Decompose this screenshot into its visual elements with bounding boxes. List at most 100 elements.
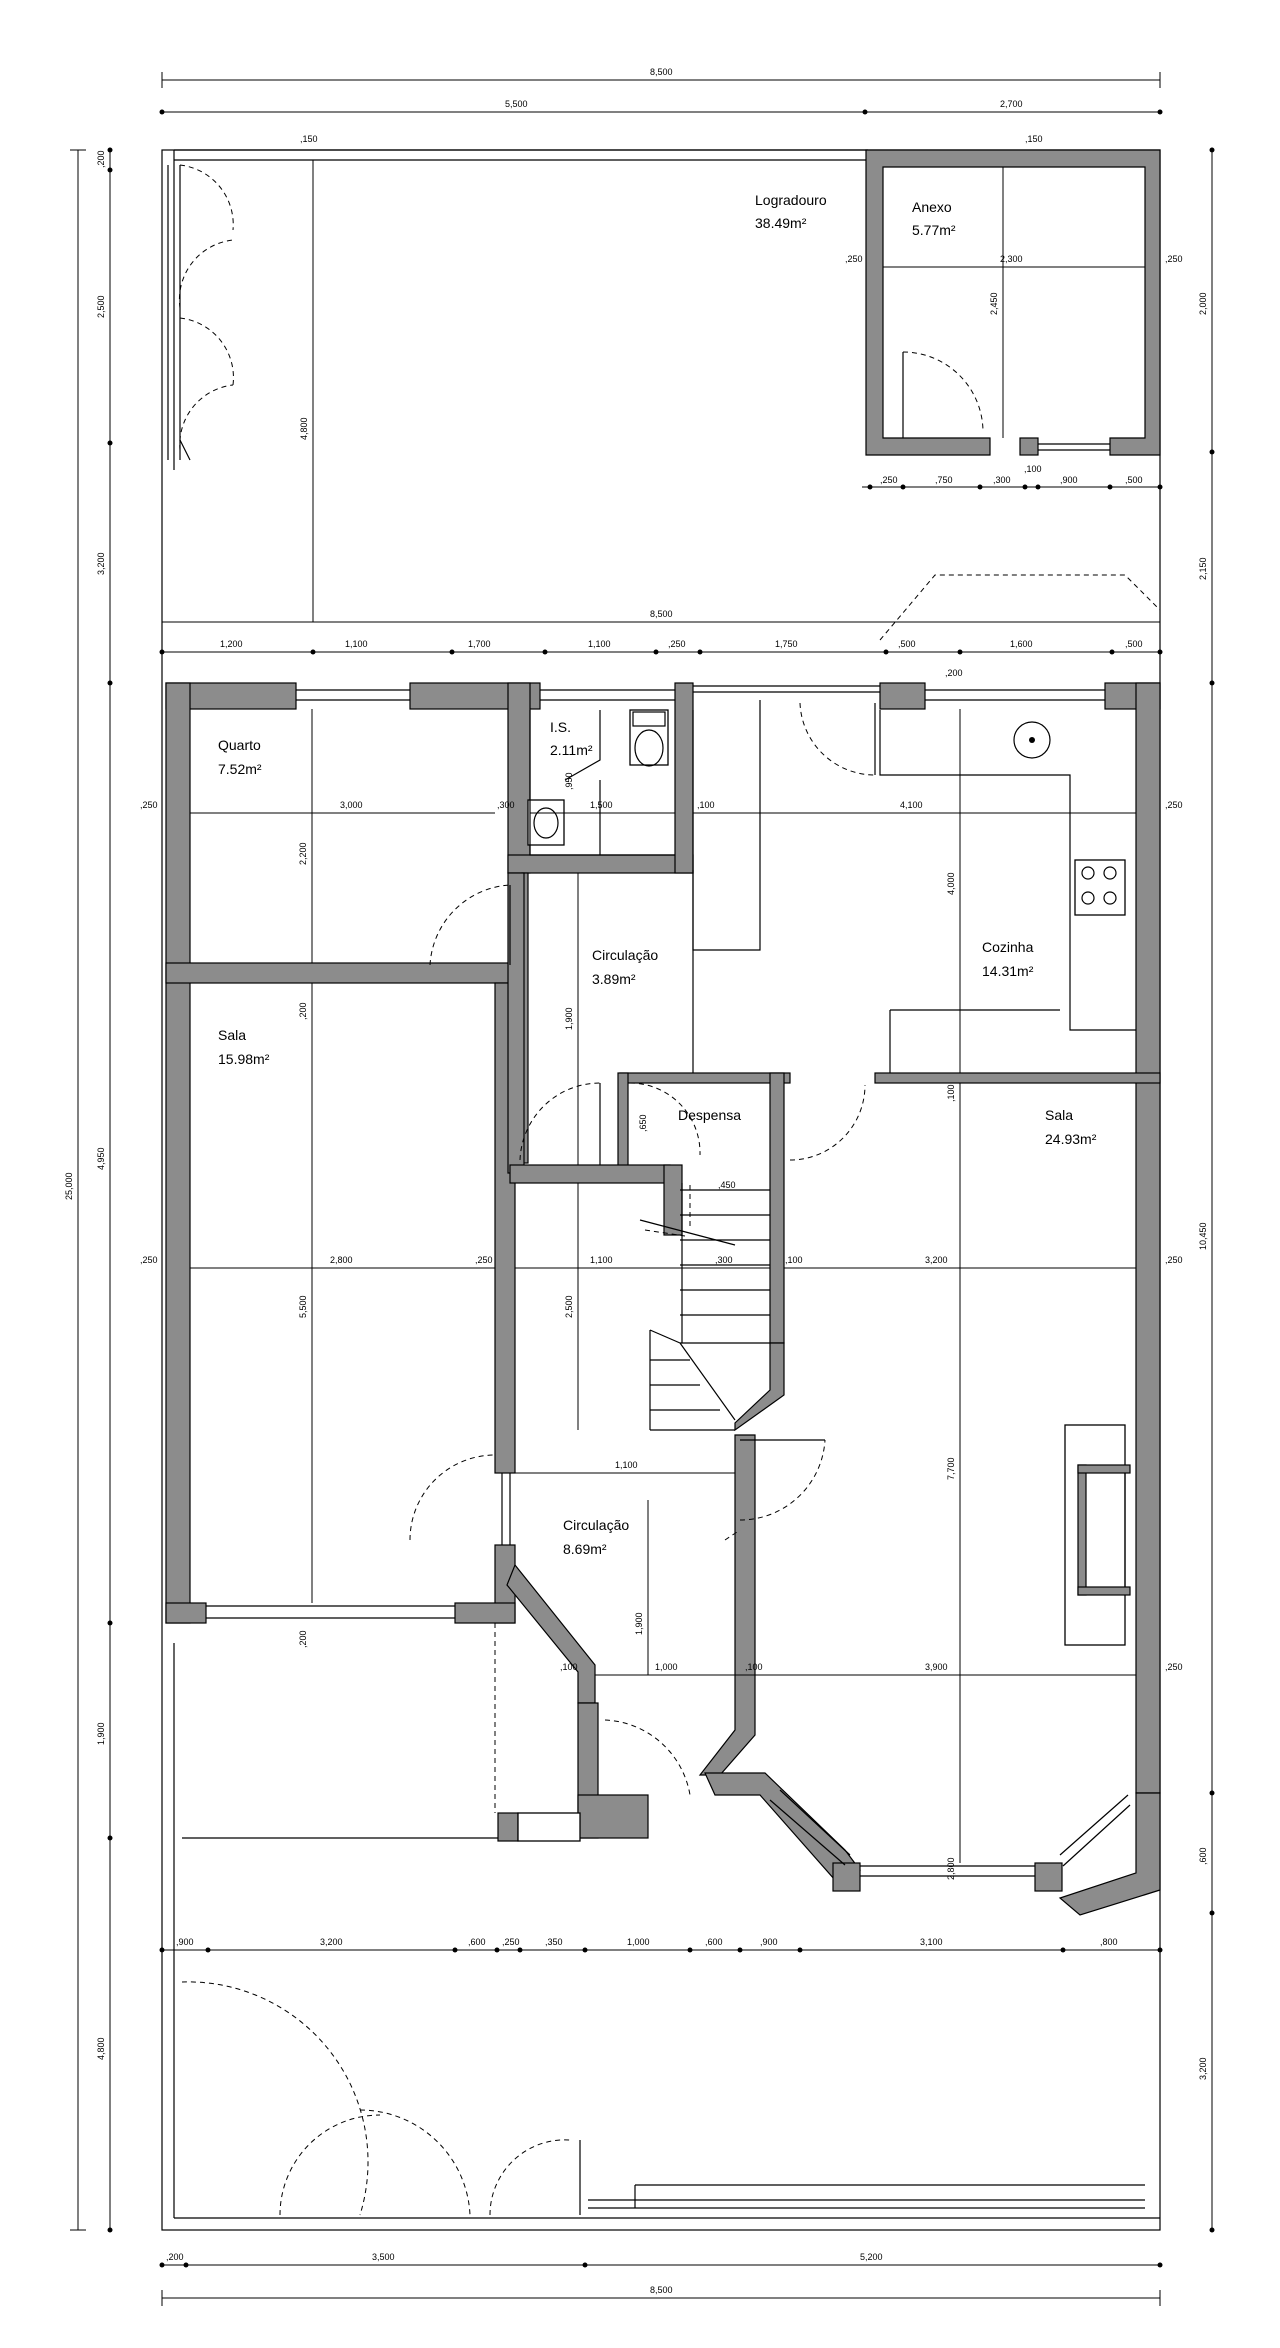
dim-anexo-left: ,250 xyxy=(845,254,863,264)
dim-sala2-h: 7,700 xyxy=(946,1457,956,1480)
dim-sala1-top: ,200 xyxy=(298,1002,308,1020)
dim-desp-side: ,100 xyxy=(785,1255,803,1265)
room-quarto-area: 7.52m² xyxy=(218,761,262,777)
dim-sala1-side: ,250 xyxy=(140,1255,158,1265)
dim-top-total: 8,500 xyxy=(650,67,673,77)
dim-anexo-row-5: ,500 xyxy=(1125,475,1143,485)
dim-is-h: ,950 xyxy=(564,772,574,790)
dim-row1-7: 1,600 xyxy=(1010,639,1033,649)
dim-row2-7: ,900 xyxy=(760,1937,778,1947)
room-sala1-area: 15.98m² xyxy=(218,1051,270,1067)
dim-is-w1: ,300 xyxy=(497,800,515,810)
dim-right-4: ,600 xyxy=(1198,1847,1208,1865)
room-sala1-name: Sala xyxy=(218,1027,246,1043)
room-sala2-name: Sala xyxy=(1045,1107,1073,1123)
dim-bottom-right: 5,200 xyxy=(860,2252,883,2262)
dim-anexo-right: ,250 xyxy=(1165,254,1183,264)
dim-is-side: ,100 xyxy=(697,800,715,810)
dim-row1-1: 1,100 xyxy=(345,639,368,649)
dim-bottom-small: ,200 xyxy=(166,2252,184,2262)
dim-sala2-side: ,250 xyxy=(1165,1255,1183,1265)
dim-row1-0: 1,200 xyxy=(220,639,243,649)
dim-row1-total: 8,500 xyxy=(650,609,673,619)
staircase xyxy=(639,1183,770,1431)
dim-log-h: 4,800 xyxy=(299,417,309,440)
dim-anexo-h: 2,450 xyxy=(989,292,999,315)
room-cozinha-name: Cozinha xyxy=(982,939,1034,955)
room-quarto-name: Quarto xyxy=(218,737,261,753)
dim-desp-top: ,100 xyxy=(946,1084,956,1102)
dim-quarto-side: ,250 xyxy=(140,800,158,810)
dim-coz-top: ,200 xyxy=(945,668,963,678)
dim-row1-8: ,500 xyxy=(1125,639,1143,649)
dim-anexo-row-4: ,900 xyxy=(1060,475,1078,485)
dim-anexo-row-1: ,750 xyxy=(935,475,953,485)
dim-front-h: 2,800 xyxy=(946,1857,956,1880)
dim-row1-5: 1,750 xyxy=(775,639,798,649)
room-cozinha-area: 14.31m² xyxy=(982,963,1034,979)
doors xyxy=(409,702,876,1796)
dim-coz-h: 4,000 xyxy=(946,872,956,895)
dim-circ2-w: 1,100 xyxy=(615,1460,638,1470)
room-circulacao2-area: 8.69m² xyxy=(563,1541,607,1557)
dim-row2-9: ,800 xyxy=(1100,1937,1118,1947)
dim-sala1-bot: ,200 xyxy=(298,1630,308,1648)
courtyard-gates xyxy=(167,164,234,461)
room-logradouro-area: 38.49m² xyxy=(755,215,807,231)
dim-left-1: ,200 xyxy=(96,150,106,168)
dim-circ2-w2: 1,000 xyxy=(655,1662,678,1672)
dim-row2-2: ,600 xyxy=(468,1937,486,1947)
dim-left-3: 3,200 xyxy=(96,552,106,575)
dim-left-5: 1,900 xyxy=(96,1722,106,1745)
dim-row2-1: 3,200 xyxy=(320,1937,343,1947)
room-anexo-area: 5.77m² xyxy=(912,222,956,238)
dim-row1-6: ,500 xyxy=(898,639,916,649)
dim-anexo-row-2: ,300 xyxy=(993,475,1011,485)
dim-circ2-side: ,100 xyxy=(560,1662,578,1672)
dim-anexo-w: 2,300 xyxy=(1000,254,1023,264)
room-anexo-name: Anexo xyxy=(912,199,952,215)
dim-anexo-row-3: ,100 xyxy=(1024,464,1042,474)
dim-row2-0: ,900 xyxy=(176,1937,194,1947)
dim-quarto-w: 3,000 xyxy=(340,800,363,810)
dim-desp-h: ,650 xyxy=(638,1114,648,1132)
dim-sala2-w: 3,200 xyxy=(925,1255,948,1265)
dim-anexo-top: ,150 xyxy=(1025,134,1043,144)
room-despensa-name: Despensa xyxy=(678,1107,741,1123)
dim-row1-2: 1,700 xyxy=(468,639,491,649)
dim-top-right: 2,700 xyxy=(1000,99,1023,109)
dim-sala1-h: 5,500 xyxy=(298,1295,308,1318)
dim-right-1: 2,000 xyxy=(1198,292,1208,315)
interior-lines xyxy=(190,160,1161,1863)
dim-stair-c: ,300 xyxy=(715,1255,733,1265)
room-is-area: 2.11m² xyxy=(550,742,593,758)
dimension-texts-vertical: 25,000 ,200 2,500 3,200 4,950 1,900 4,80… xyxy=(64,150,1208,2080)
dim-log-top: ,150 xyxy=(300,134,318,144)
dim-row2-8: 3,100 xyxy=(920,1937,943,1947)
dim-sala2-bside: ,250 xyxy=(1165,1662,1183,1672)
dim-anexo-row-0: ,250 xyxy=(880,475,898,485)
dim-row2-5: 1,000 xyxy=(627,1937,650,1947)
dim-right-5: 3,200 xyxy=(1198,2057,1208,2080)
house-walls xyxy=(165,682,1161,1916)
room-labels: Logradouro 38.49m² Anexo 5.77m² Quarto 7… xyxy=(218,192,1097,1557)
dim-stair-h: 2,500 xyxy=(564,1295,574,1318)
dim-sala2-bmid: ,100 xyxy=(745,1662,763,1672)
anexo-walls xyxy=(865,149,1161,456)
room-logradouro-name: Logradouro xyxy=(755,192,827,208)
dim-right-2: 2,150 xyxy=(1198,557,1208,580)
windows xyxy=(206,685,1131,1877)
room-circulacao2-name: Circulação xyxy=(563,1517,629,1533)
dimension-texts: 8,500 5,500 2,700 ,150 ,150 ,250 2,300 ,… xyxy=(140,67,1183,2295)
front-gates xyxy=(181,1981,1145,2216)
dim-stair-w: 1,100 xyxy=(590,1255,613,1265)
dimension-lines xyxy=(70,72,1215,2306)
room-sala2-area: 24.93m² xyxy=(1045,1131,1097,1147)
dim-row2-3: ,250 xyxy=(502,1937,520,1947)
dim-row2-4: ,350 xyxy=(545,1937,563,1947)
dim-left-4: 4,950 xyxy=(96,1147,106,1170)
room-is-name: I.S. xyxy=(550,719,571,735)
dim-sala1-side2: ,250 xyxy=(475,1255,493,1265)
dim-circ2-h: 1,900 xyxy=(634,1612,644,1635)
